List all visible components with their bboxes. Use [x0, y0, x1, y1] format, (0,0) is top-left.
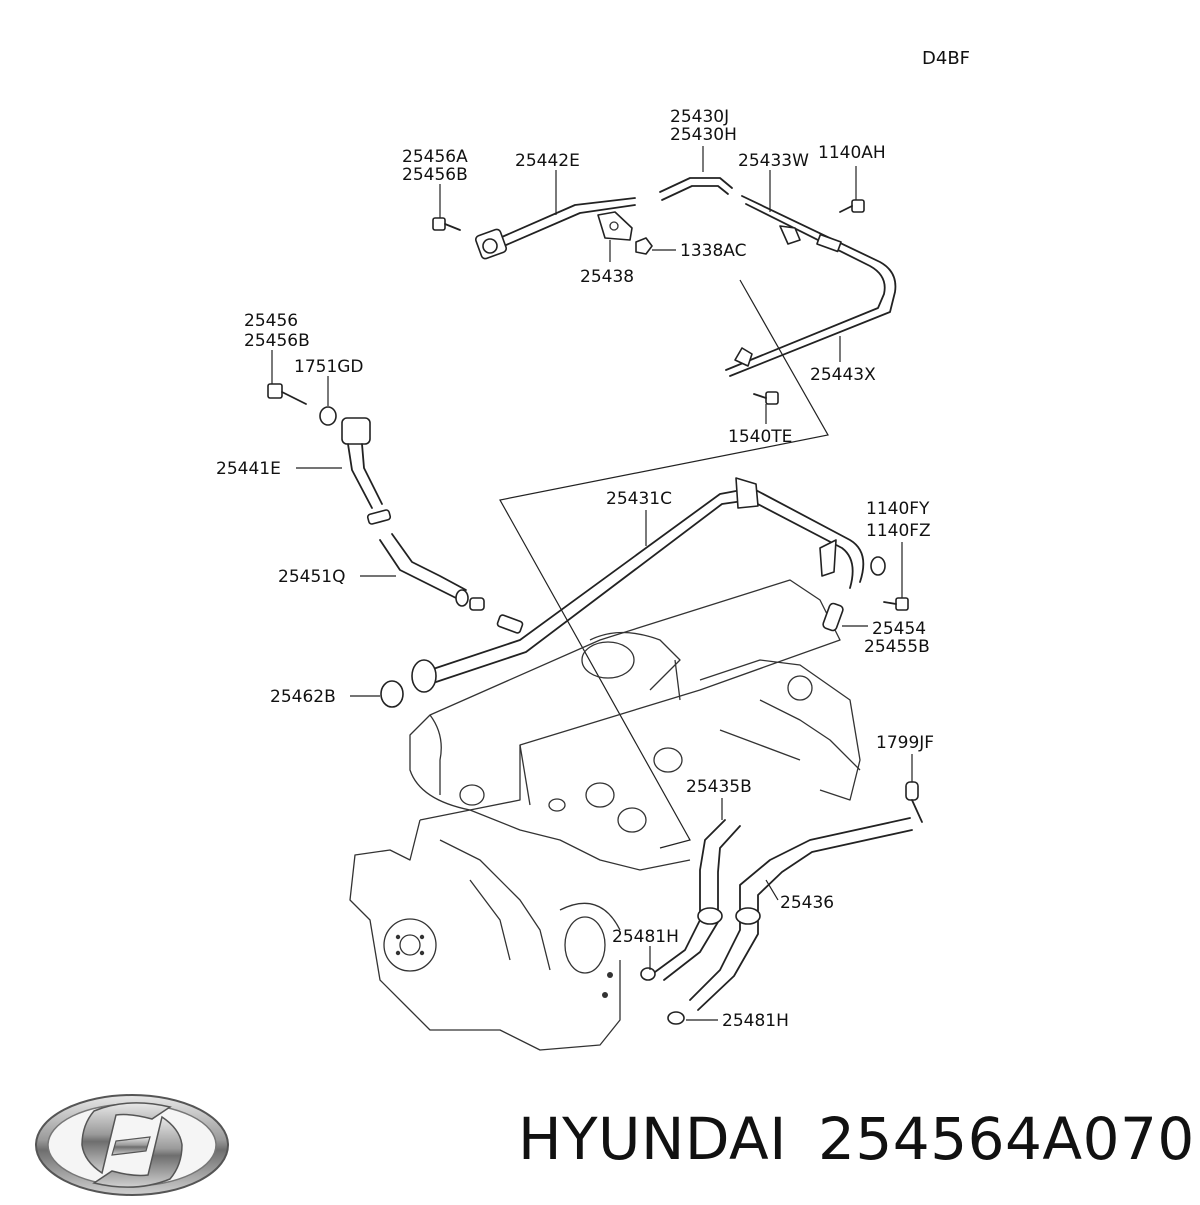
- brand-name: HYUNDAI: [518, 1105, 787, 1173]
- label-25436: 25436: [780, 893, 834, 913]
- label-25435B: 25435B: [686, 777, 752, 797]
- pipe-25431C: [429, 477, 886, 683]
- label-25455B: 25455B: [864, 637, 930, 657]
- engine-code: D4BF: [922, 48, 970, 69]
- label-25443X: 25443X: [810, 365, 876, 385]
- label-1338AC: 1338AC: [680, 241, 746, 261]
- group-outline: [499, 279, 829, 849]
- label-25456B: 25456B: [244, 331, 310, 351]
- hyundai-logo-icon: [35, 1094, 229, 1196]
- part-25442E-pipe: [475, 197, 636, 260]
- pipe-25441E: [341, 417, 392, 525]
- engine-block: [349, 579, 861, 1051]
- part-number: 254564A070: [818, 1105, 1195, 1173]
- label-1799JF: 1799JF: [876, 733, 934, 753]
- bolt-1140FY: [883, 597, 909, 611]
- label-25438: 25438: [580, 267, 634, 287]
- nut-1338AC: [635, 237, 653, 255]
- label-25456: 25456: [244, 311, 298, 331]
- hose-25454: [822, 602, 844, 632]
- hose-25436: [689, 817, 913, 1011]
- label-25456B-top: 25456B: [402, 165, 468, 185]
- label-25430J: 25430J: [670, 107, 729, 127]
- label-1140FY: 1140FY: [866, 499, 930, 519]
- hose-25430J: [659, 177, 733, 201]
- clamp-1799JF: [905, 781, 923, 823]
- bolt-1140AH: [839, 199, 865, 213]
- label-25430H: 25430H: [670, 125, 737, 145]
- label-25451Q: 25451Q: [278, 567, 345, 587]
- pipe-25443X: [725, 195, 897, 377]
- ring-25462B: [380, 680, 404, 708]
- label-25454: 25454: [872, 619, 926, 639]
- leader-lines: [271, 146, 913, 1021]
- label-25456A: 25456A: [402, 147, 468, 167]
- hose-25451Q: [379, 533, 524, 634]
- label-1540TE: 1540TE: [728, 427, 792, 447]
- clamp-25481H-a: [640, 967, 656, 981]
- label-25431C: 25431C: [606, 489, 672, 509]
- label-25441E: 25441E: [216, 459, 281, 479]
- bolt-1540TE: [753, 391, 779, 405]
- label-25433W: 25433W: [738, 151, 809, 171]
- pipe-outlet: [411, 659, 437, 693]
- clamp-25481H-b: [667, 1011, 685, 1025]
- bolt-25456A: [432, 217, 461, 231]
- hose-25435B: [654, 819, 741, 981]
- label-25442E: 25442E: [515, 151, 580, 171]
- label-1140FZ: 1140FZ: [866, 521, 931, 541]
- bolt-25456: [267, 383, 307, 405]
- label-25481H-b: 25481H: [722, 1011, 789, 1031]
- label-25481H-a: 25481H: [612, 927, 679, 947]
- label-25462B: 25462B: [270, 687, 336, 707]
- gasket-1751GD: [319, 406, 337, 426]
- label-1751GD: 1751GD: [294, 357, 364, 377]
- label-1140AH: 1140AH: [818, 143, 886, 163]
- part-labels: 25430J 25430H 25456A 25456B 25442E 25433…: [216, 107, 934, 1031]
